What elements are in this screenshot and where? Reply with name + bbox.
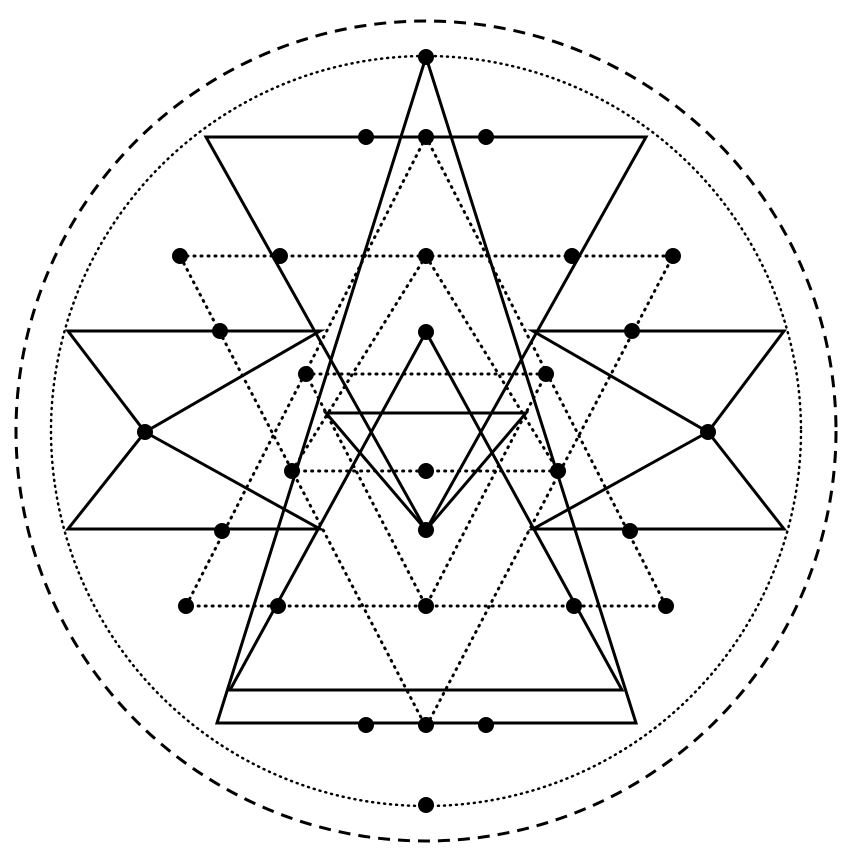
node-dot [665,248,681,264]
node-dot [212,323,228,339]
triangle-solid-up-right [527,430,788,531]
node-dot [178,598,194,614]
outer-dashed-circle [14,19,838,843]
node-dot [358,717,374,733]
triangle-solid-up-center [227,328,625,692]
node-dot [624,323,640,339]
node-dot [550,463,566,479]
node-dot [478,129,494,145]
node-dot [418,324,434,340]
node-dot [418,248,434,264]
node-dot [418,522,434,538]
node-dot [172,248,188,264]
triangle-solid-up-left [64,430,326,531]
node-dot [418,129,434,145]
triangle-solid-down-right [527,329,788,434]
node-dot [566,598,582,614]
node-dot [298,366,314,382]
node-dot [418,463,434,479]
node-dot [478,717,494,733]
node-dot [418,717,434,733]
node-dot [418,598,434,614]
node-dot [270,598,286,614]
node-dot [418,49,434,65]
node-dot [284,463,300,479]
node-dot [700,424,716,440]
triangle-solid-up-large [214,52,639,725]
node-dot [137,424,153,440]
triangle-solid-down-center [322,411,530,533]
inner-dotted-circle [49,54,803,808]
node-dot [658,598,674,614]
solid-triangle-group [64,52,788,725]
node-dot [358,129,374,145]
triangle-dotted-down-inner [303,372,549,610]
node-group [137,49,716,813]
triangle-solid-down-left [64,329,326,434]
node-dot [564,248,580,264]
node-dot [214,523,230,539]
node-dot [622,523,638,539]
node-dot [272,248,288,264]
node-dot [538,366,554,382]
node-dot [418,797,434,813]
